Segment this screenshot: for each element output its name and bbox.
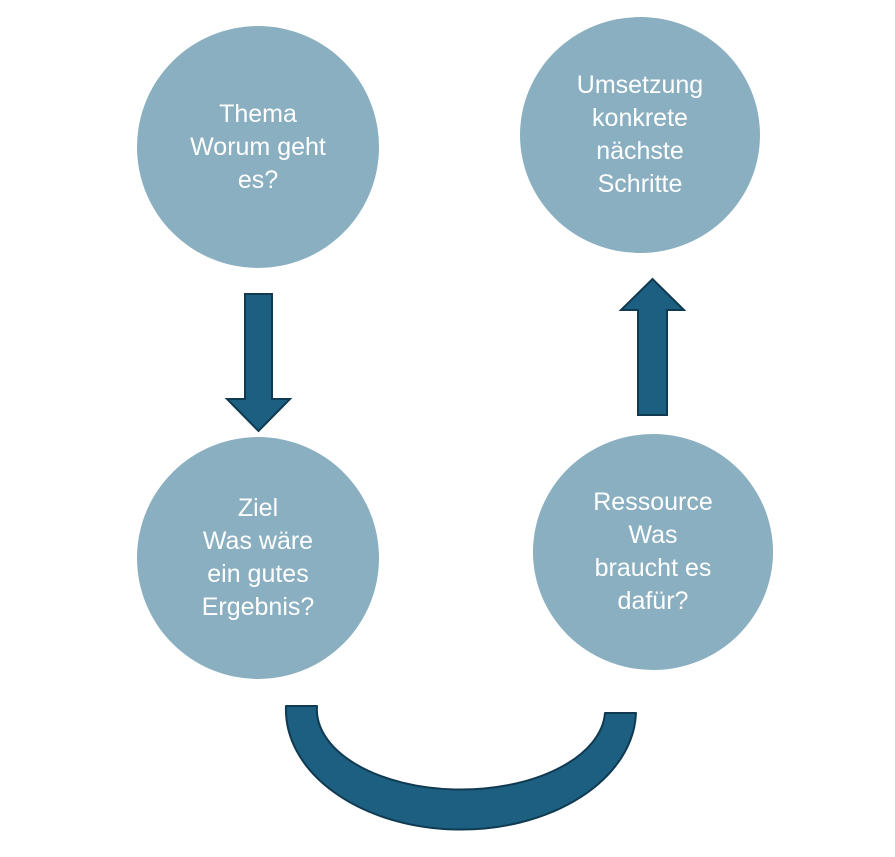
ressource-line-3: braucht es bbox=[594, 554, 712, 582]
node-umsetzung: Umsetzung konkrete nächste Schritte bbox=[520, 17, 760, 253]
ziel-line-4: Ergebnis? bbox=[201, 593, 315, 621]
thema-line-2: Worum geht bbox=[190, 132, 326, 161]
node-thema: Thema Worum geht es? bbox=[137, 26, 379, 268]
u-connector-ziel-to-ressource bbox=[284, 705, 637, 831]
ziel-line-2: Was wäre bbox=[202, 527, 314, 555]
umsetzung-line-3: nächste bbox=[596, 137, 684, 165]
node-ziel: Ziel Was wäre ein gutes Ergebnis? bbox=[137, 437, 379, 679]
arrow-up-ressource-to-umsetzung bbox=[618, 277, 687, 416]
ressource-line-4: dafür? bbox=[617, 587, 689, 615]
thema-title: Thema bbox=[219, 99, 297, 128]
ressource-line-2: Was bbox=[628, 521, 678, 549]
umsetzung-line-4: Schritte bbox=[597, 170, 683, 198]
arrow-down-thema-to-ziel bbox=[224, 293, 293, 433]
thema-line-3: es? bbox=[237, 165, 279, 194]
umsetzung-line-2: konkrete bbox=[592, 104, 688, 132]
umsetzung-title: Umsetzung bbox=[576, 71, 704, 99]
ressource-title: Ressource bbox=[593, 488, 713, 516]
ziel-title: Ziel bbox=[237, 494, 279, 522]
node-ressource: Ressource Was braucht es dafür? bbox=[533, 434, 773, 670]
ziel-line-3: ein gutes bbox=[207, 560, 309, 588]
